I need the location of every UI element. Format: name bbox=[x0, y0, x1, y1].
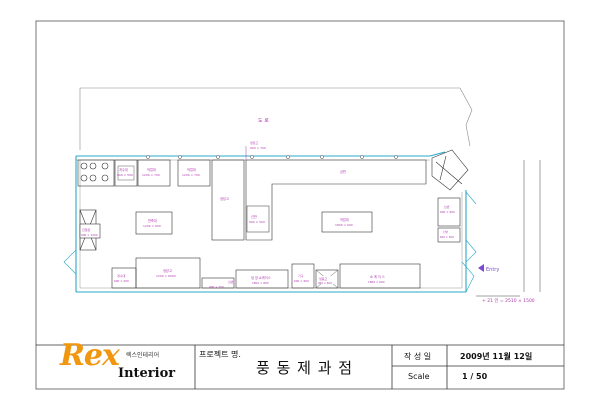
top-marker-size: 900 × 700 bbox=[250, 146, 266, 150]
bottom-small-name: 개수대 bbox=[117, 273, 126, 278]
top-marker-name: 냉장고 bbox=[250, 140, 259, 145]
burner-range bbox=[77, 159, 115, 187]
dimension-note: + 21 인 = 2510 × 1500 bbox=[482, 297, 535, 304]
road-area bbox=[79, 87, 473, 150]
bottom-big-name: 냉장고 bbox=[163, 268, 172, 273]
center-table: 작업대 1800 × 900 bbox=[321, 211, 373, 233]
corner-fixture bbox=[431, 149, 469, 191]
right-cabinet-2: 선반 600 × 500 bbox=[437, 227, 461, 243]
right-cabinet-2-name: 선반 bbox=[443, 230, 449, 234]
bottom-right-size: 1800 × 600 bbox=[368, 280, 385, 284]
bottom-r2-name: 냉동고 bbox=[319, 276, 328, 281]
sink-1-name: 개수대 bbox=[119, 167, 128, 172]
center-table-size: 1800 × 900 bbox=[335, 223, 353, 227]
bottom-big: 냉장고 1200 × 6000 bbox=[135, 257, 201, 289]
dimension-lines bbox=[476, 160, 541, 297]
column-fridge: 냉장고 bbox=[211, 159, 245, 241]
bottom-long-size: 1800 × 800 bbox=[252, 281, 269, 285]
right-cabinet-1: 선반 600 × 900 bbox=[437, 197, 461, 227]
date-value: 2009년 11월 12일 bbox=[460, 352, 533, 361]
scale-value: 1 / 50 bbox=[462, 372, 488, 381]
logo-brand: Rex bbox=[60, 338, 120, 373]
shelf-small: 선반 900 × 500 bbox=[246, 205, 270, 233]
bottom-big-size: 1200 × 6000 bbox=[156, 274, 176, 278]
project-label: 프로젝트 명. bbox=[199, 350, 241, 359]
work-table-2: 작업대 1200 × 700 bbox=[177, 159, 211, 187]
project-name: 풍 동 제 과 점 bbox=[256, 359, 354, 377]
logo-tagline: 렉스인테리어 bbox=[126, 352, 160, 359]
bottom-r1: 기구 600 × 600 bbox=[291, 263, 315, 289]
right-cabinet-1-size: 600 × 900 bbox=[440, 210, 455, 214]
bottom-r2-size: 900 × 600 bbox=[318, 281, 332, 285]
bottom-r2: 냉동고 900 × 600 bbox=[315, 269, 339, 289]
bottom-long: 냉 장 쇼케이스 1800 × 800 bbox=[235, 269, 289, 289]
bottom-long-name: 냉 장 쇼케이스 bbox=[251, 275, 271, 280]
bottom-mid-size: 900 × 700 bbox=[209, 285, 224, 289]
bottom-r1-size: 600 × 600 bbox=[294, 279, 309, 283]
right-cabinet-2-size: 600 × 500 bbox=[440, 235, 454, 239]
sheet-border bbox=[35, 20, 565, 390]
mixer-table: 반죽대 1200 × 900 bbox=[135, 211, 173, 235]
left-display-size: 900 × 1200 bbox=[81, 233, 98, 237]
date-label: 작 성 일 bbox=[404, 352, 432, 361]
work-table-2-name: 작업대 bbox=[187, 167, 196, 172]
right-cabinet-1-name: 선반 bbox=[444, 204, 450, 209]
bottom-right: 쇼 케 이 스 1800 × 600 bbox=[339, 263, 421, 289]
logo-word: Interior bbox=[118, 366, 176, 381]
long-counter-name: 상판 bbox=[340, 169, 346, 174]
left-door bbox=[63, 249, 77, 275]
left-display-name: 진열장 bbox=[82, 227, 91, 232]
bottom-mid: 선반 900 × 700 bbox=[201, 277, 235, 289]
column-fridge-name: 냉장고 bbox=[220, 196, 229, 201]
mixer-table-size: 1200 × 900 bbox=[143, 224, 161, 228]
sink-1-size: 800 × 500 bbox=[117, 173, 133, 177]
shelf-small-size: 900 × 500 bbox=[249, 220, 265, 224]
right-doors bbox=[461, 191, 477, 293]
work-table-2-size: 1200 × 700 bbox=[182, 173, 200, 177]
work-table-1-size: 1200 × 700 bbox=[142, 173, 160, 177]
bottom-small: 개수대 600 × 500 bbox=[111, 267, 137, 289]
center-table-name: 작업대 bbox=[340, 217, 349, 222]
mixer-table-name: 반죽대 bbox=[148, 218, 157, 223]
road-label: 도 로 bbox=[258, 118, 269, 124]
work-table-1-name: 작업대 bbox=[147, 167, 156, 172]
work-table-1: 작업대 1200 × 700 bbox=[137, 159, 171, 187]
entry-marker: Entry bbox=[478, 264, 499, 273]
sink-1: 개수대 800 × 500 bbox=[114, 159, 138, 187]
shelf-small-name: 선반 bbox=[251, 214, 257, 219]
entry-label: Entry bbox=[486, 267, 499, 273]
bottom-r1-name: 기구 bbox=[298, 273, 304, 278]
scale-label: Scale bbox=[408, 372, 430, 381]
title-block-frame bbox=[36, 344, 564, 389]
bottom-mid-name: 선반 bbox=[228, 279, 234, 284]
outer-wall bbox=[75, 151, 467, 293]
bottom-right-name: 쇼 케 이 스 bbox=[370, 274, 385, 279]
top-marker: 냉장고 900 × 700 bbox=[245, 140, 266, 160]
left-display-shelf bbox=[79, 209, 101, 251]
long-counter: 상판 bbox=[245, 159, 427, 241]
bottom-small-size: 600 × 500 bbox=[114, 279, 129, 283]
